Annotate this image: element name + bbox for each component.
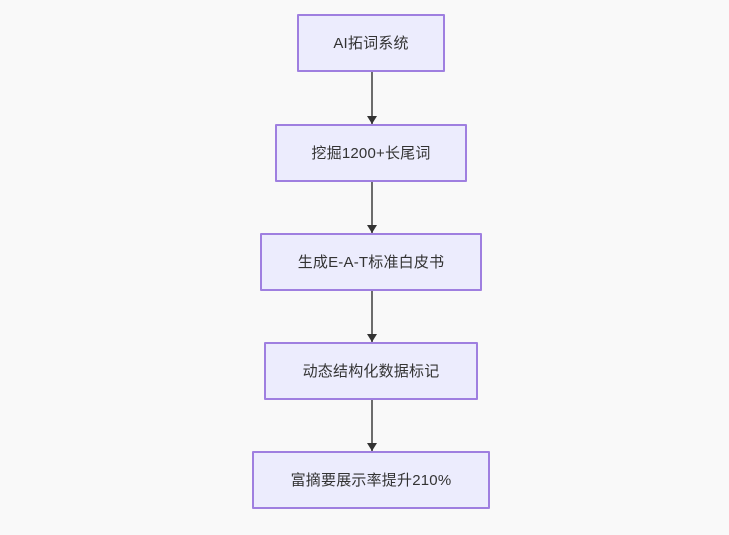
flowchart-node-label: 挖掘1200+长尾词 bbox=[311, 144, 431, 162]
flowchart-node[interactable]: 动态结构化数据标记 bbox=[264, 342, 478, 400]
edge-line bbox=[371, 72, 373, 124]
flowchart-node-label: 生成E-A-T标准白皮书 bbox=[297, 253, 445, 271]
flowchart-node-label: 富摘要展示率提升210% bbox=[290, 471, 452, 489]
flowchart-node-label: 动态结构化数据标记 bbox=[302, 362, 440, 380]
flowchart-node[interactable]: 富摘要展示率提升210% bbox=[252, 451, 490, 509]
flowchart-node[interactable]: AI拓词系统 bbox=[297, 14, 445, 72]
edge-line bbox=[371, 182, 373, 233]
arrow-head-icon bbox=[367, 116, 377, 124]
flowchart-node[interactable]: 挖掘1200+长尾词 bbox=[275, 124, 467, 182]
edge-line bbox=[371, 400, 373, 451]
arrow-head-icon bbox=[367, 443, 377, 451]
flowchart-node[interactable]: 生成E-A-T标准白皮书 bbox=[260, 233, 482, 291]
edge-line bbox=[371, 291, 373, 342]
arrow-head-icon bbox=[367, 334, 377, 342]
flowchart-node-label: AI拓词系统 bbox=[333, 34, 409, 52]
arrow-head-icon bbox=[367, 225, 377, 233]
